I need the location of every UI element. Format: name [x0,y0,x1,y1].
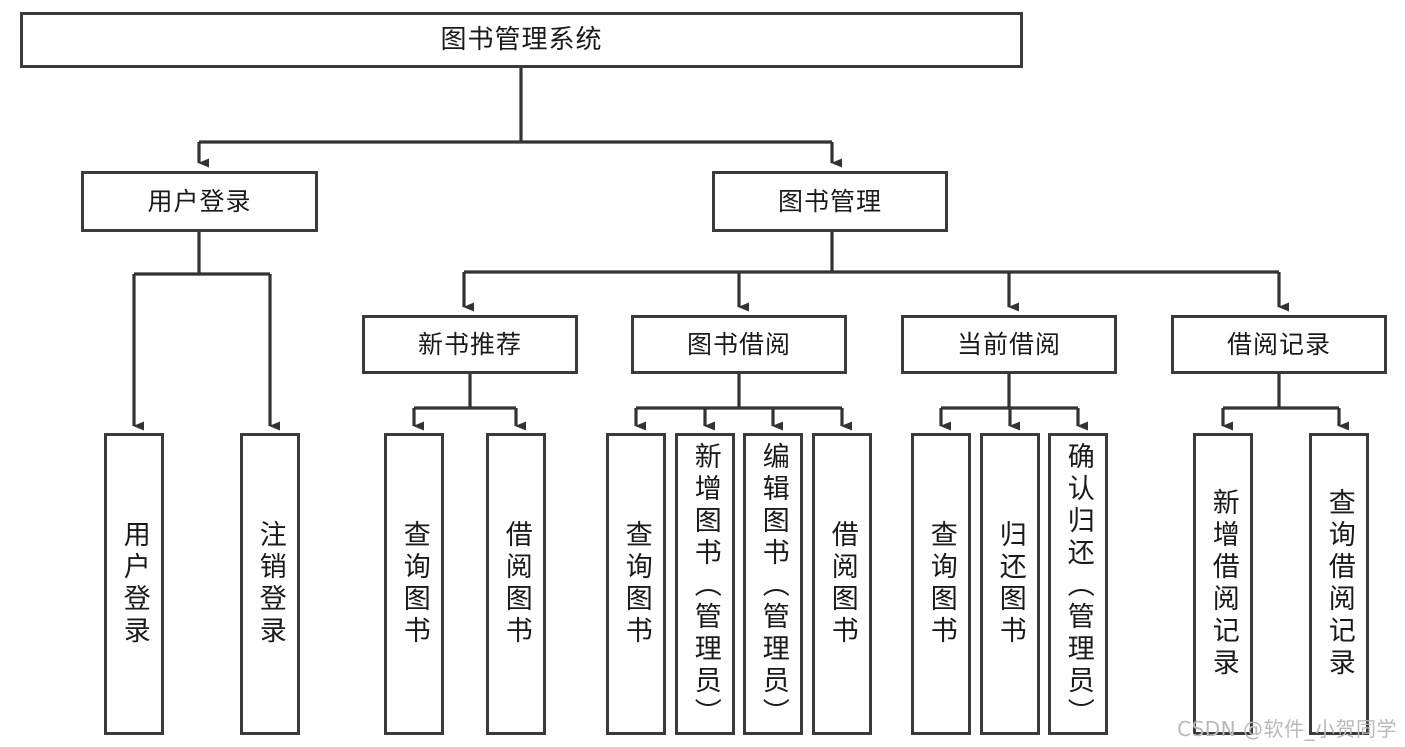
node-book-management[interactable]: 图书管理 [712,171,948,232]
node-label: 新增图书（管理员） [689,442,721,730]
node-label: 新书推荐 [417,329,522,359]
leaf-user-login-signout[interactable]: 注销登录 [240,433,300,735]
node-user-login[interactable]: 用户登录 [81,171,318,232]
leaf-new-book-borrow[interactable]: 借阅图书 [486,433,546,735]
node-label: 新增借阅记录 [1207,488,1239,680]
node-label: 用户登录 [118,520,150,648]
node-label: 当前借阅 [956,329,1061,359]
node-new-book-recommend[interactable]: 新书推荐 [362,315,578,374]
node-label: 归还图书 [994,520,1026,648]
leaf-borrow-record-add[interactable]: 新增借阅记录 [1193,433,1253,735]
node-label: 注销登录 [254,520,286,648]
csdn-watermark: CSDN @软件_小贺同学 [1177,717,1397,741]
node-label: 查询图书 [925,520,957,648]
node-label: 图书借阅 [686,329,791,359]
node-label: 确认归还（管理员） [1062,442,1094,730]
node-label: 用户登录 [147,186,252,216]
node-book-borrow[interactable]: 图书借阅 [631,315,847,374]
leaf-book-borrow-edit[interactable]: 编辑图书（管理员） [743,433,803,735]
node-label: 借阅图书 [826,520,858,648]
node-label: 图书管理系统 [440,24,603,55]
node-label: 借阅记录 [1226,329,1331,359]
node-label: 编辑图书（管理员） [757,442,789,730]
leaf-user-login-signin[interactable]: 用户登录 [104,433,164,735]
node-borrow-record[interactable]: 借阅记录 [1171,315,1387,374]
node-label: 查询图书 [398,520,430,648]
node-label: 借阅图书 [500,520,532,648]
leaf-borrow-record-query[interactable]: 查询借阅记录 [1309,433,1369,735]
leaf-book-borrow-add[interactable]: 新增图书（管理员） [675,433,735,735]
node-label: 查询图书 [620,520,652,648]
leaf-new-book-query[interactable]: 查询图书 [384,433,444,735]
leaf-current-borrow-confirm-return[interactable]: 确认归还（管理员） [1048,433,1108,735]
leaf-book-borrow-borrow[interactable]: 借阅图书 [812,433,872,735]
node-label: 查询借阅记录 [1323,488,1355,680]
node-root-library-system[interactable]: 图书管理系统 [20,12,1023,68]
node-current-borrow[interactable]: 当前借阅 [901,315,1117,374]
leaf-current-borrow-return[interactable]: 归还图书 [980,433,1040,735]
leaf-current-borrow-query[interactable]: 查询图书 [911,433,971,735]
leaf-book-borrow-query[interactable]: 查询图书 [606,433,666,735]
node-label: 图书管理 [777,186,882,216]
